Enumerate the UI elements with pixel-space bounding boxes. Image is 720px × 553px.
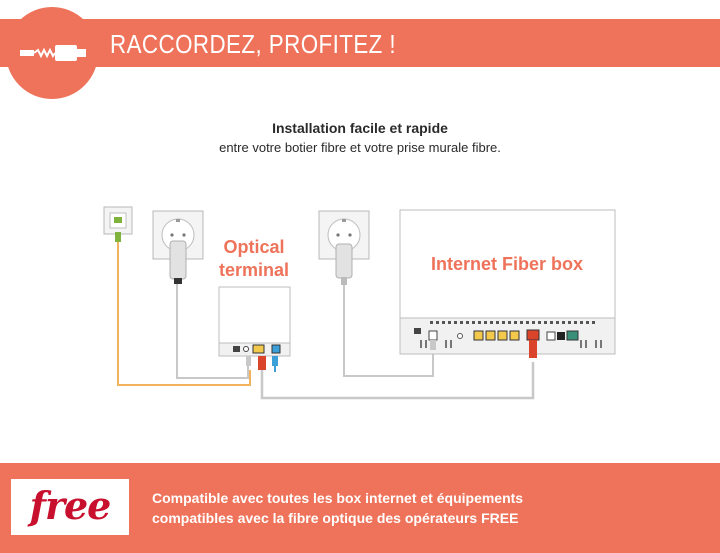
- installation-diagram: Optical terminal Internet Fiber box: [103, 206, 616, 400]
- fiber-wall-outlet: [103, 206, 133, 242]
- header-band: [0, 19, 720, 67]
- free-logo-text: free: [29, 483, 112, 528]
- intro-subtitle: entre votre botier fibre et votre prise …: [219, 140, 501, 155]
- internet-fiber-box-device: [399, 209, 616, 358]
- optical-terminal-device: [218, 286, 291, 370]
- footer-line-1: Compatible avec toutes les box internet …: [152, 490, 524, 506]
- free-logo: free: [11, 479, 129, 535]
- optical-terminal-label-line2: terminal: [219, 260, 289, 280]
- footer-band: free Compatible avec toutes les box inte…: [0, 463, 720, 553]
- power-socket-terminal: [152, 210, 204, 284]
- fiber-cable-icon: [20, 45, 86, 61]
- power-cable-terminal: [176, 283, 249, 379]
- optical-terminal-label-line1: Optical: [223, 237, 284, 257]
- page-title: RACCORDEZ, PROFITEZ !: [110, 29, 397, 59]
- footer-line-2: compatibles avec la fibre optique des op…: [152, 510, 519, 526]
- internet-box-label: Internet Fiber box: [431, 254, 583, 274]
- header-badge: [6, 7, 98, 99]
- ethernet-cable: [260, 362, 535, 400]
- power-socket-box: [318, 210, 370, 285]
- intro-title: Installation facile et rapide: [272, 120, 448, 136]
- power-cable-box: [343, 284, 434, 377]
- fiber-cable: [117, 240, 251, 386]
